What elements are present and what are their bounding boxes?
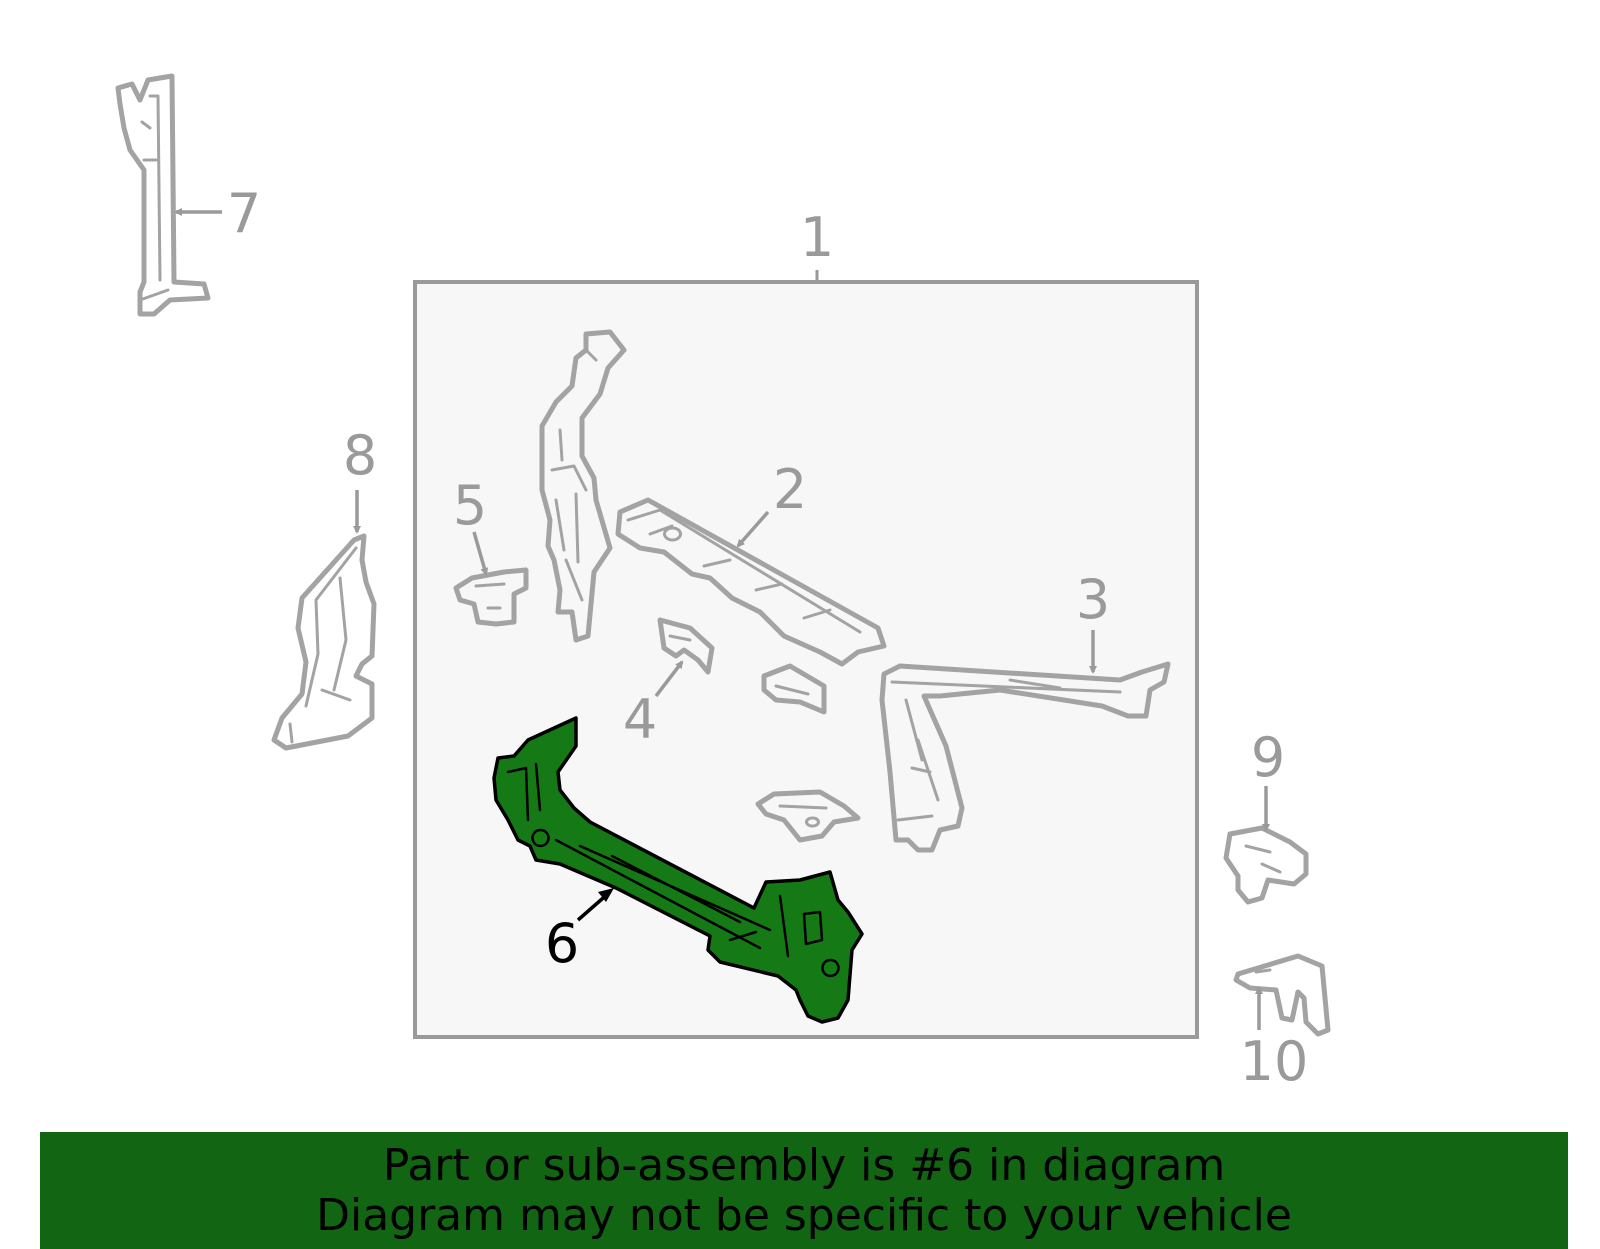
- leader-5: [472, 531, 489, 576]
- bracket-bottom-middle[interactable]: [755, 789, 861, 843]
- part-4-drawing[interactable]: [657, 617, 715, 675]
- banner-line-part-info: Part or sub-assembly is #6 in diagram: [382, 1139, 1226, 1191]
- callout-8[interactable]: 8: [343, 424, 377, 487]
- leader-lines: [174, 208, 1270, 1030]
- callout-4[interactable]: 4: [623, 688, 657, 751]
- callout-9[interactable]: 9: [1251, 726, 1285, 789]
- leader-2: [736, 510, 770, 548]
- part-3-drawing[interactable]: [879, 661, 1171, 853]
- bracket-small-right[interactable]: [761, 663, 827, 715]
- part-10-drawing[interactable]: [1233, 953, 1331, 1037]
- callout-7[interactable]: 7: [227, 182, 261, 245]
- callout-3[interactable]: 3: [1076, 568, 1110, 631]
- part-8-drawing[interactable]: [271, 533, 377, 751]
- part-1-left-support[interactable]: [539, 329, 627, 643]
- callout-10[interactable]: 10: [1240, 1030, 1309, 1093]
- part-5-drawing[interactable]: [453, 567, 529, 627]
- part-9-drawing[interactable]: [1223, 825, 1309, 905]
- part-2-drawing[interactable]: [615, 497, 887, 667]
- leader-4: [654, 660, 684, 698]
- part-7-drawing[interactable]: [115, 73, 211, 317]
- callout-6[interactable]: 6: [545, 912, 579, 975]
- part-6-highlighted-drawing[interactable]: [492, 716, 864, 1024]
- callout-5[interactable]: 5: [453, 474, 487, 537]
- callouts: 1 2 3 4 5 6 7 8 9 10: [227, 182, 1309, 1093]
- callout-1[interactable]: 1: [800, 206, 834, 269]
- callout-2[interactable]: 2: [773, 458, 807, 521]
- leader-6-arrowhead: [598, 888, 614, 902]
- banner-line-disclaimer: Diagram may not be specific to your vehi…: [316, 1189, 1292, 1241]
- info-banner: Part or sub-assembly is #6 in diagram Di…: [40, 1132, 1568, 1249]
